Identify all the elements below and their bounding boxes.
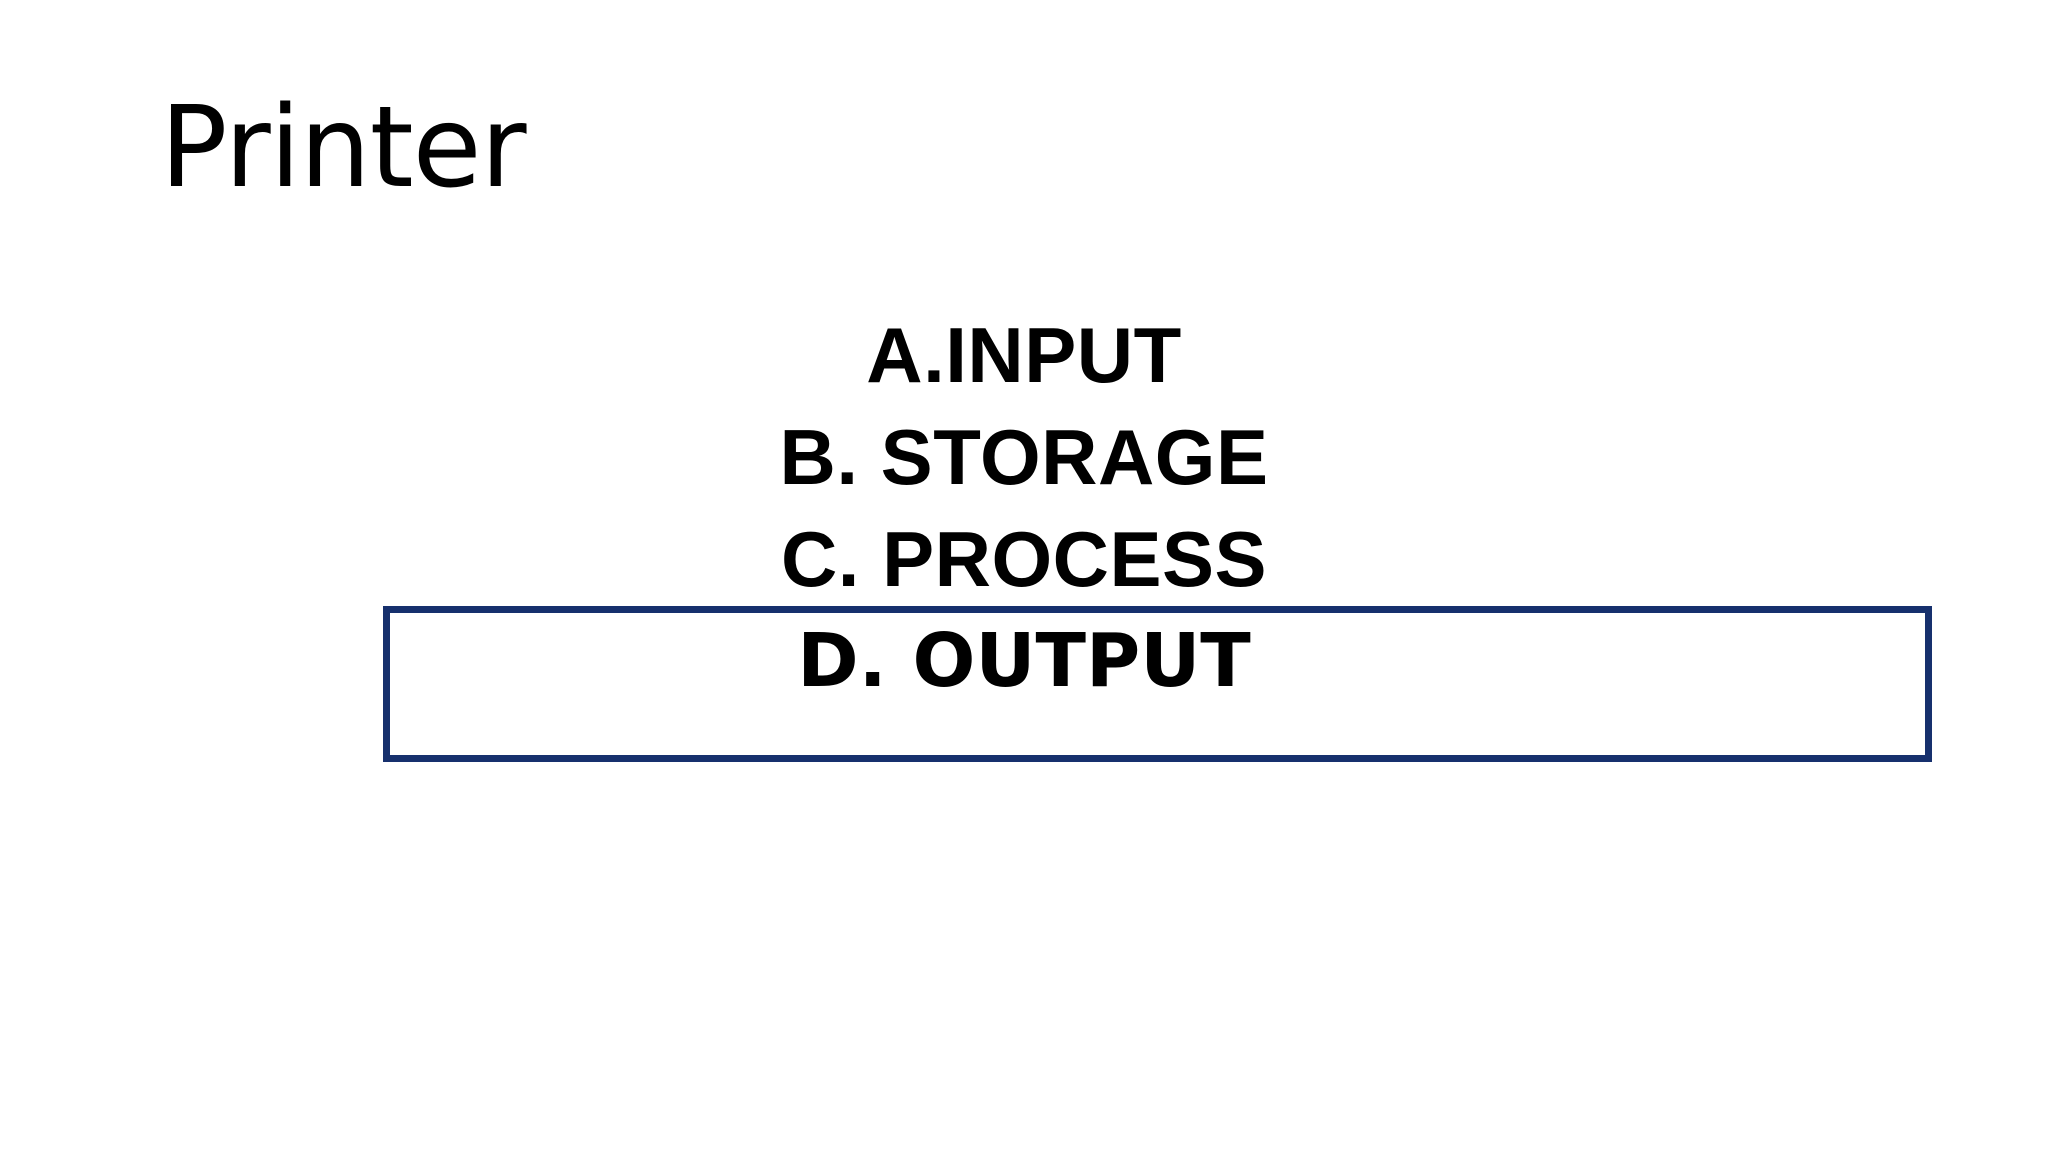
option-d[interactable]: D. OUTPUT — [797, 618, 1251, 704]
answer-highlight-box — [383, 606, 1932, 762]
option-a[interactable]: A.INPUT — [866, 311, 1182, 399]
option-c[interactable]: C. PROCESS — [780, 515, 1268, 603]
options-list: A.INPUT B. STORAGE C. PROCESS D. OUTPUT — [0, 304, 2048, 712]
page-title: Printer — [160, 83, 527, 213]
option-b[interactable]: B. STORAGE — [779, 413, 1269, 501]
